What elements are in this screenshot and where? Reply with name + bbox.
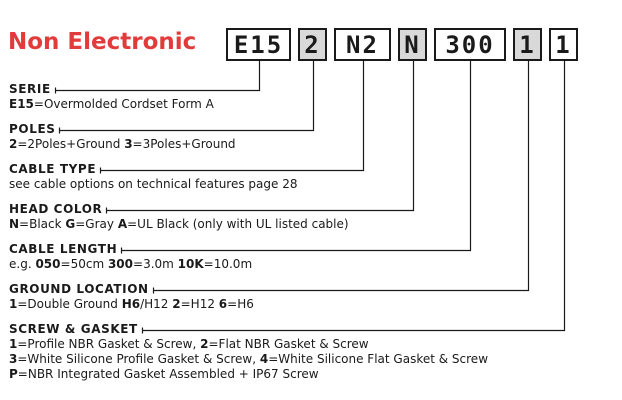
connector-line: [142, 61, 566, 332]
description-text: =3Poles+Ground: [132, 137, 236, 151]
code-value: 6: [218, 297, 228, 311]
code-box-6: 1: [513, 28, 542, 61]
code-value: 10K: [177, 257, 204, 271]
code-value: E15: [9, 97, 34, 111]
connector-line: [55, 61, 261, 92]
description-text: =White Silicone Profile Gasket & Screw,: [17, 352, 260, 366]
description-text: =Double Ground: [17, 297, 122, 311]
code-box-4: N: [398, 28, 427, 61]
code-value: 3: [124, 137, 133, 151]
section-heading: HEAD COLOR: [9, 202, 103, 216]
code-value: 300: [107, 257, 134, 271]
description-text: =NBR Integrated Gasket Assembled + IP67 …: [17, 367, 319, 381]
code-value: 2: [172, 297, 181, 311]
connector-line: [106, 61, 415, 212]
section-description: N=Black G=Gray A=UL Black (only with UL …: [9, 217, 349, 231]
description-text: =Overmolded Cordset Form A: [33, 97, 214, 111]
description-text: =UL Black (only with UL listed cable): [127, 217, 349, 231]
description-text: =2Poles+Ground: [17, 137, 125, 151]
section-description: E15=Overmolded Cordset Form A: [9, 97, 214, 111]
section-description: 1=Profile NBR Gasket & Screw, 2=Flat NBR…: [9, 337, 369, 351]
section-heading: SERIE: [9, 82, 51, 96]
code-value: H6: [121, 297, 141, 311]
connector-line: [121, 61, 472, 252]
code-value: N: [9, 217, 20, 231]
description-text: =H12: [180, 297, 219, 311]
code-value: 1: [9, 337, 18, 351]
section-description: 2=2Poles+Ground 3=3Poles+Ground: [9, 137, 236, 151]
code-value: 4: [259, 352, 269, 366]
code-box-1: E15: [226, 28, 291, 61]
description-text: =10.0m: [203, 257, 253, 271]
section-heading: CABLE TYPE: [9, 162, 97, 176]
description-text: =Black: [19, 217, 66, 231]
description-text: =50cm: [60, 257, 108, 271]
description-text: e.g.: [9, 257, 36, 271]
connector-line: [153, 61, 530, 292]
connector-line: [59, 61, 315, 132]
section-description: 1=Double Ground H6/H12 2=H12 6=H6: [9, 297, 254, 311]
code-value: 050: [35, 257, 61, 271]
code-box-5: 300: [434, 28, 506, 61]
code-value: P: [9, 367, 18, 381]
code-box-2: 2: [298, 28, 327, 61]
code-box-3: N2: [334, 28, 391, 61]
section-description: see cable options on technical features …: [9, 177, 297, 191]
code-value: 2: [9, 137, 18, 151]
code-value: 1: [9, 297, 18, 311]
diagram-title: Non Electronic: [8, 29, 197, 55]
code-value: 2: [200, 337, 209, 351]
section-description: e.g. 050=50cm 300=3.0m 10K=10.0m: [9, 257, 252, 271]
description-text: =H6: [227, 297, 254, 311]
section-heading: GROUND LOCATION: [9, 282, 149, 296]
section-heading: POLES: [9, 122, 56, 136]
description-text: =3.0m: [133, 257, 178, 271]
section-heading: SCREW & GASKET: [9, 322, 138, 336]
description-text: =Gray: [75, 217, 118, 231]
section-heading: CABLE LENGTH: [9, 242, 118, 256]
code-value: G: [65, 217, 76, 231]
description-text: /H12: [140, 297, 173, 311]
description-text: =Flat NBR Gasket & Screw: [208, 337, 369, 351]
description-text: =White Silicone Flat Gasket & Screw: [268, 352, 489, 366]
code-value: A: [117, 217, 128, 231]
connector-line: [100, 61, 365, 172]
code-box-7: 1: [549, 28, 578, 61]
description-text: see cable options on technical features …: [9, 177, 298, 191]
code-value: 3: [9, 352, 18, 366]
description-text: =Profile NBR Gasket & Screw,: [17, 337, 201, 351]
section-description: 3=White Silicone Profile Gasket & Screw,…: [9, 352, 488, 366]
section-description: P=NBR Integrated Gasket Assembled + IP67…: [9, 367, 319, 381]
